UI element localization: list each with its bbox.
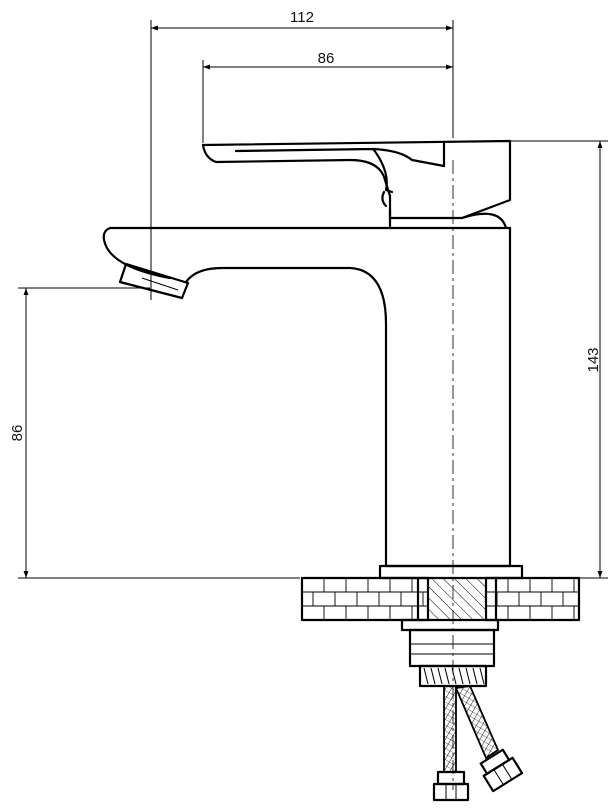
fixing-nut xyxy=(400,618,500,688)
flex-hoses xyxy=(432,685,524,802)
faucet-body xyxy=(102,226,524,580)
dimension-86-lever: 86 xyxy=(202,50,453,143)
dimension-86-lever-label: 86 xyxy=(318,50,335,67)
lever-handle xyxy=(201,139,512,230)
dimension-143-label: 143 xyxy=(585,347,602,372)
aerator xyxy=(118,262,190,300)
dimension-86-height-label: 86 xyxy=(9,425,26,442)
dimension-143: 143 xyxy=(510,140,608,579)
dimension-112-label: 112 xyxy=(290,9,314,26)
mounting-shank xyxy=(416,576,498,622)
dimension-86-height: 86 xyxy=(9,287,300,579)
dimension-112: 112 xyxy=(150,9,454,300)
